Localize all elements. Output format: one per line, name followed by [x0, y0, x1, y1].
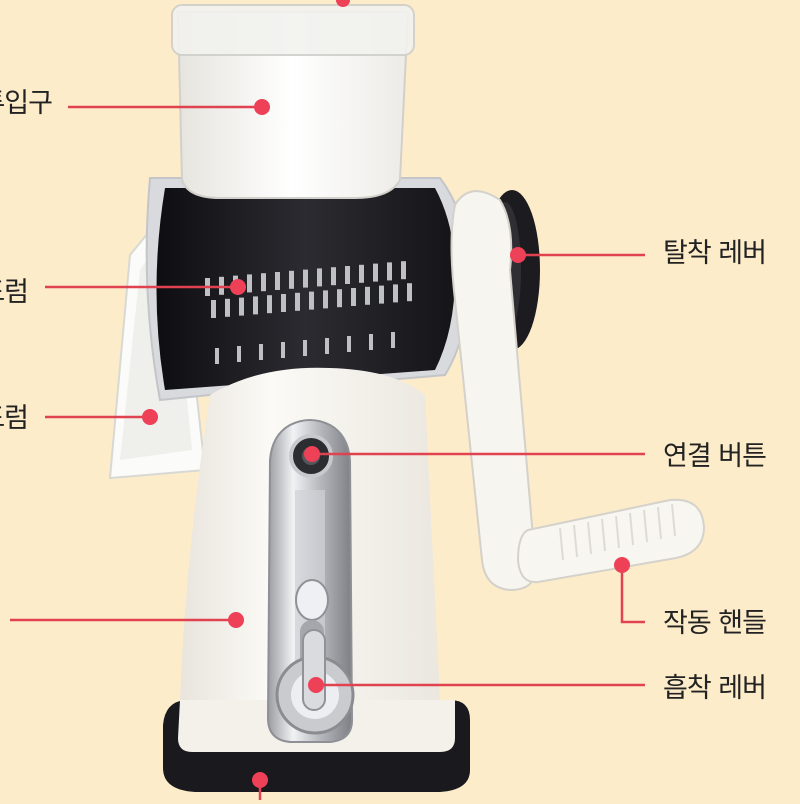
grip-ridge: [671, 503, 676, 537]
drum-slot: [369, 334, 373, 350]
drum-slot: [247, 274, 252, 293]
label-drum-upper: 드럼: [0, 277, 29, 308]
label-inlet: 투입구: [0, 88, 53, 119]
callout-dots: [142, 0, 630, 788]
drum-slot: [401, 261, 406, 280]
drum-slot: [359, 264, 364, 283]
grip-ridge: [629, 512, 634, 546]
drum-slot: [317, 268, 322, 287]
callout-dot-handle: [614, 557, 630, 573]
label-connect-button: 연결 버튼: [663, 441, 767, 472]
drum-slot: [267, 295, 272, 314]
operating-handle-grip: [516, 498, 706, 584]
grip-ridge: [559, 527, 564, 561]
drum-slot: [373, 263, 378, 282]
callout-dot-suction: [308, 677, 324, 693]
grip-ridge: [601, 518, 606, 552]
callout-dot-top: [336, 0, 350, 7]
drum-slot: [295, 292, 300, 311]
drum-slot: [309, 291, 314, 310]
crank-arm: [450, 190, 537, 592]
drum-slot: [281, 342, 285, 358]
drum-slot: [331, 267, 336, 286]
suction-lever-tab: [302, 629, 326, 711]
drum-slot: [391, 332, 395, 348]
callout-line-handle: [620, 565, 645, 624]
drum-slot: [275, 272, 280, 290]
grip-ridge: [587, 521, 592, 555]
drum-slot: [237, 346, 241, 362]
drum-slot: [303, 340, 307, 356]
grip-ridge: [615, 515, 620, 549]
callouts: [10, 0, 645, 800]
callout-dot-drum-lower: [142, 409, 158, 425]
drum-slot: [215, 348, 219, 364]
drum-slot: [289, 270, 294, 289]
drum-slot: [261, 273, 266, 292]
callout-dot-left-body: [228, 612, 244, 628]
drum-slot: [379, 285, 384, 304]
chrome-knob: [295, 579, 329, 621]
label-drum-lower: 드럼: [0, 403, 29, 434]
grip-ridge: [643, 509, 648, 543]
drum-slot: [387, 262, 392, 281]
drum-slot: [225, 298, 230, 317]
drum-slot: [281, 294, 286, 312]
label-detach-lever: 탈착 레버: [663, 238, 767, 269]
callout-dot-inlet: [254, 99, 270, 115]
drum-slot: [211, 300, 216, 318]
grip-ridge: [657, 506, 662, 540]
drum-slot: [253, 296, 258, 315]
drum-slot: [239, 297, 244, 316]
drum-slot: [259, 344, 263, 360]
hopper: [176, 11, 410, 199]
callout-dot-bottom: [252, 772, 268, 788]
drum-slot: [347, 336, 351, 352]
drum-slot: [365, 286, 370, 305]
drum: [156, 188, 455, 390]
drum-slot: [351, 288, 356, 306]
hopper-lid: [171, 4, 415, 56]
drum-slot: [345, 266, 350, 284]
label-suction-lever: 흡착 레버: [663, 673, 767, 704]
drum-slot: [325, 338, 329, 354]
label-operating-handle: 작동 핸들: [663, 608, 767, 639]
callout-dot-detach: [510, 247, 526, 263]
drum-slot: [337, 289, 342, 308]
drum-slot: [393, 284, 398, 303]
grip-ridges: [559, 503, 676, 561]
callout-dot-drum-upper: [230, 279, 246, 295]
drum-slot: [303, 269, 308, 288]
drum-slot: [323, 290, 328, 309]
grip-ridge: [573, 524, 578, 558]
drum-slot: [407, 283, 412, 302]
callout-dot-connect: [304, 446, 320, 462]
